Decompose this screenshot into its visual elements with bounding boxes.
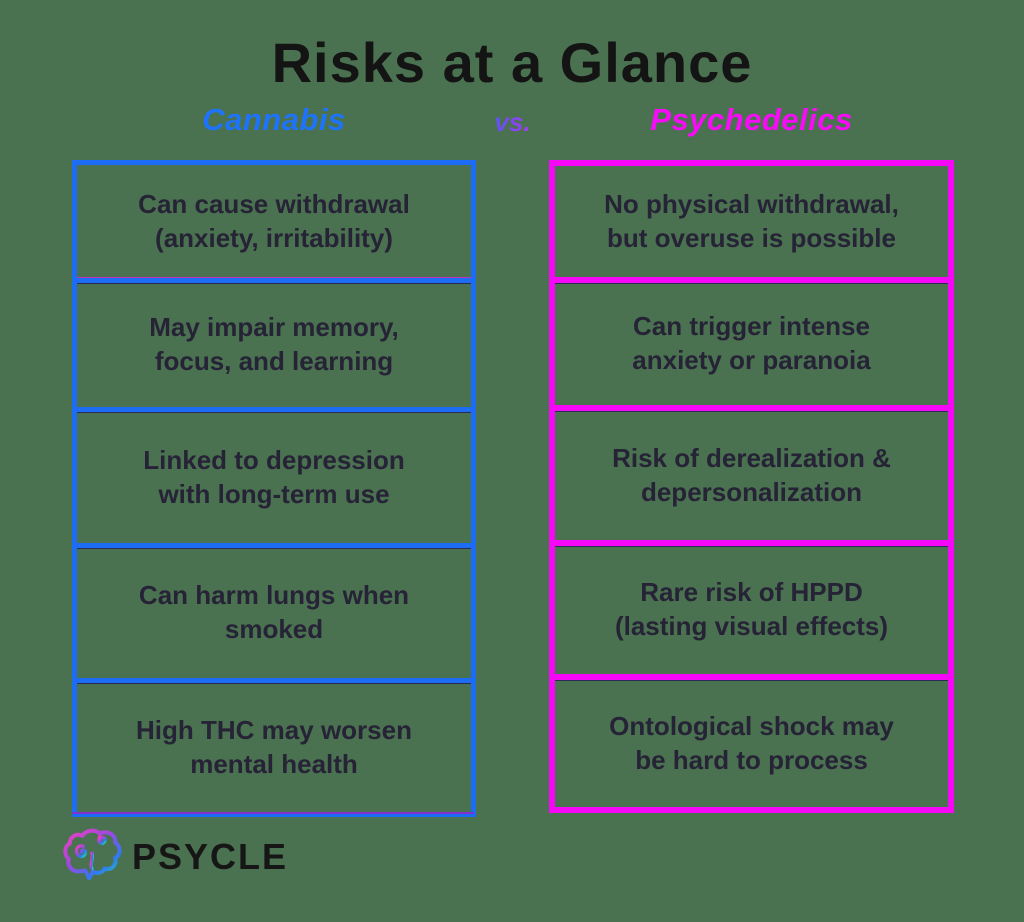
risk-text-line: Can harm lungs when (138, 580, 410, 611)
risk-text-line: (anxiety, irritability) (155, 222, 393, 253)
psychedelics-risk-item: Ontological shock may be hard to process (549, 674, 954, 813)
risk-text-line: High THC may worsen (136, 714, 412, 745)
column-label-cannabis: Cannabis (202, 102, 346, 137)
psychedelics-risk-item: Risk of derealization & depersonalizatio… (549, 405, 954, 546)
cannabis-risk-item: High THC may worsen mental health (72, 678, 476, 817)
risk-text-line: be hard to process (635, 744, 868, 775)
risk-text-line: Can cause withdrawal (138, 188, 410, 219)
risk-text-line: smoked (224, 614, 324, 644)
psychedelics-column: No physical withdrawal, but overuse is p… (549, 160, 954, 813)
vs-label: vs. (476, 107, 549, 138)
risk-text-line: but overuse is possible (607, 222, 896, 253)
left-column-bottom-accent (72, 812, 474, 814)
cannabis-risk-item: Can harm lungs when smoked (72, 543, 476, 683)
page-title: Risks at a Glance (271, 31, 753, 94)
brain-icon (63, 828, 122, 881)
psychedelics-risk-item: Rare risk of HPPD (lasting visual effect… (549, 540, 954, 680)
brand-name: PSYCLE (132, 836, 289, 877)
risk-text-line: mental health (190, 748, 358, 779)
risk-text-line: May impair memory, (149, 312, 399, 343)
risk-text-line: focus, and learning (154, 346, 394, 376)
column-labels-row: Cannabis vs. Psychedelics (0, 102, 1024, 142)
risk-text-line: with long-term use (158, 478, 390, 509)
risk-text-line: Linked to depression (143, 444, 405, 475)
cannabis-risk-item: Can cause withdrawal (anxiety, irritabil… (72, 160, 476, 283)
risk-text-line: No physical withdrawal, (604, 188, 899, 219)
risk-text-line: Risk of derealization & (612, 442, 891, 473)
cannabis-risk-item: May impair memory, focus, and learning (72, 278, 476, 412)
risk-text-line: depersonalization (640, 476, 863, 507)
cannabis-risk-item: Linked to depression with long-term use (72, 407, 476, 548)
psychedelics-risk-item: Can trigger intense anxiety or paranoia (549, 277, 954, 411)
column-label-psychedelics: Psychedelics (650, 102, 853, 137)
cannabis-column: Can cause withdrawal (anxiety, irritabil… (72, 160, 476, 817)
risk-text-line: Ontological shock may (609, 710, 894, 741)
brand-logo: PSYCLE (62, 828, 288, 886)
risk-text-line: Rare risk of HPPD (640, 577, 863, 608)
psychedelics-risk-item: No physical withdrawal, but overuse is p… (549, 160, 954, 283)
risk-text-line: (lasting visual effects) (614, 611, 889, 641)
risk-text-line: anxiety or paranoia (632, 345, 871, 375)
risk-text-line: Can trigger intense (633, 311, 870, 342)
